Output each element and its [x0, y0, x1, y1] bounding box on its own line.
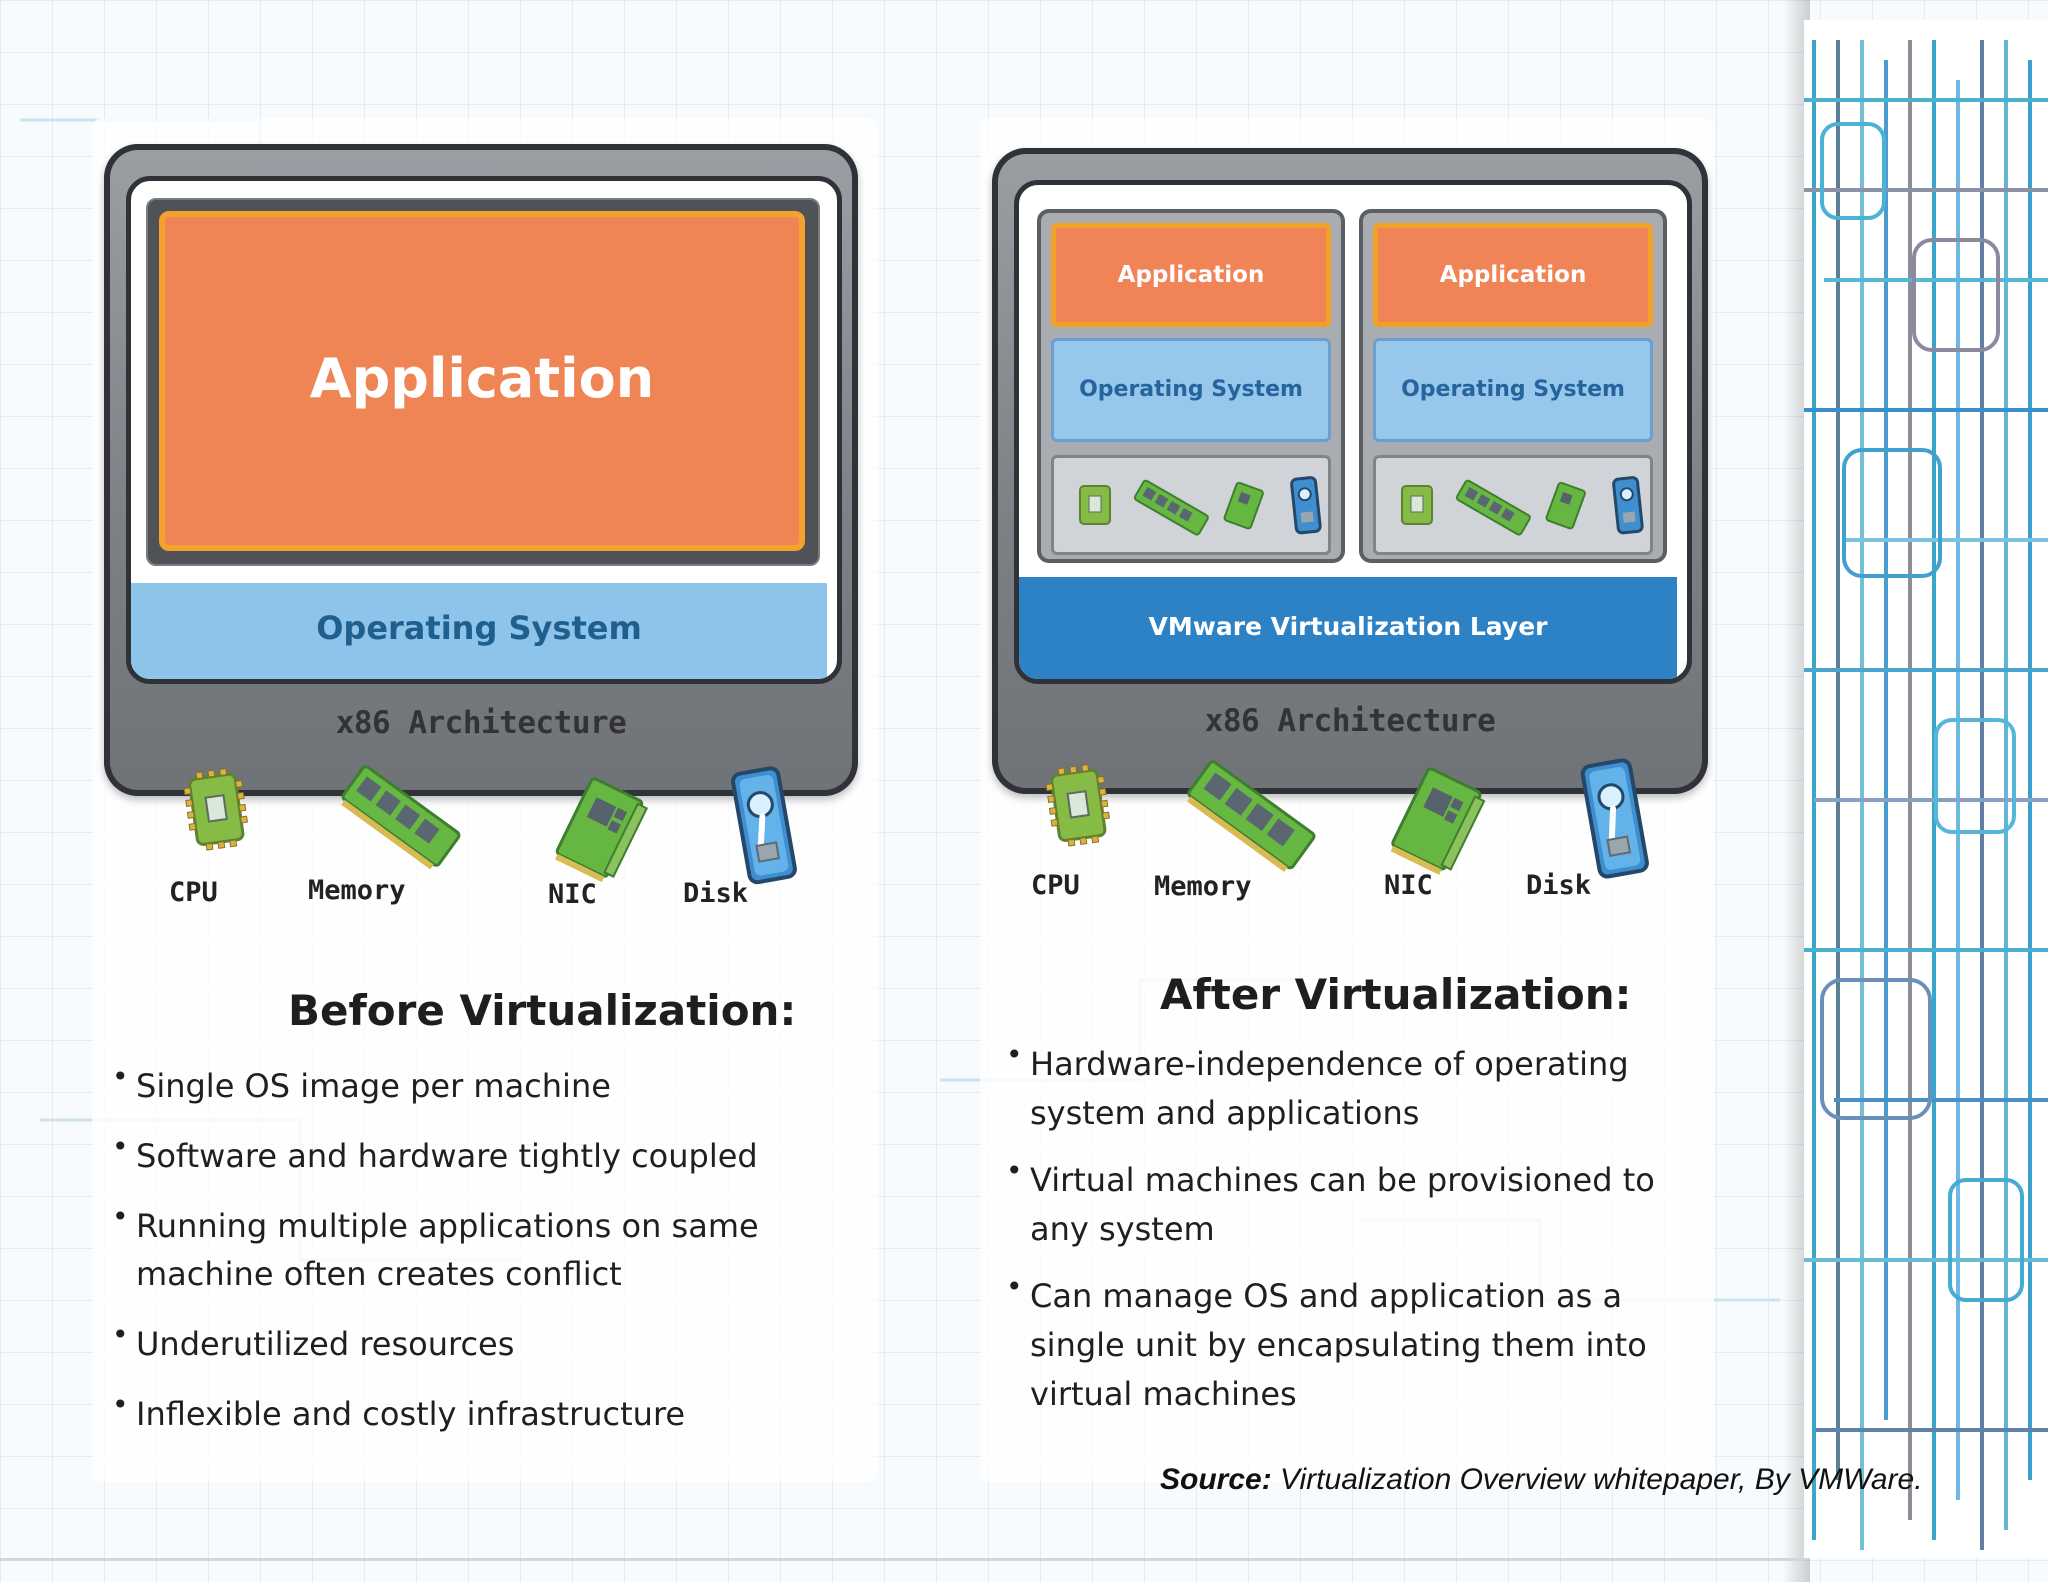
vm1-application-layer: Application — [1051, 223, 1331, 327]
before-disk-label: Disk — [683, 878, 749, 909]
nic-card-icon — [1390, 767, 1486, 875]
before-bullet-text-4: Underutilized resources — [136, 1325, 515, 1363]
bottom-divider — [0, 1558, 1804, 1561]
after-bullet-text-1: Hardware-independence of operating syste… — [1030, 1045, 1629, 1132]
before-bullet-5: Inflexible and costly infrastructure — [112, 1390, 832, 1438]
vm1-virtual-hardware — [1051, 455, 1331, 555]
after-bullet-list: Hardware-independence of operating syste… — [1006, 1040, 1706, 1419]
before-memory-label: Memory — [308, 875, 406, 906]
before-application-layer: Application — [159, 211, 805, 551]
before-operating-system-layer: Operating System — [131, 583, 827, 679]
after-bullet-3: Can manage OS and application as a singl… — [1006, 1272, 1706, 1419]
cpu-chip-icon — [1079, 485, 1111, 525]
memory-module-icon — [1133, 479, 1209, 536]
disk-drive-icon — [1580, 758, 1649, 879]
source-citation: Source: Virtualization Overview whitepap… — [1160, 1462, 1923, 1498]
after-cpu-label: CPU — [1031, 870, 1080, 901]
nic-card-icon — [1545, 481, 1586, 530]
before-bullet-text-5: Inflexible and costly infrastructure — [136, 1395, 686, 1433]
disk-drive-icon — [731, 766, 797, 885]
right-circuit-decoration — [1804, 20, 2048, 1558]
before-bullet-3: Running multiple applications on same ma… — [112, 1202, 832, 1298]
memory-module-icon — [1455, 479, 1531, 536]
vm2-hardware-icons — [1401, 476, 1644, 536]
disk-drive-icon — [1290, 476, 1322, 535]
memory-module-icon — [1187, 760, 1316, 872]
before-bullet-text-3: Running multiple applications on same ma… — [136, 1207, 759, 1293]
vm2-operating-system-layer: Operating System — [1373, 338, 1653, 442]
before-bullet-list: Single OS image per machine Software and… — [112, 1062, 832, 1438]
before-bullet-text-1: Single OS image per machine — [136, 1067, 611, 1105]
nic-card-icon — [1223, 481, 1264, 530]
before-cpu-label: CPU — [169, 877, 218, 908]
vmware-virtualization-layer: VMware Virtualization Layer — [1019, 577, 1677, 679]
before-title: Before Virtualization: — [288, 986, 797, 1035]
virtual-machine-2: Application Operating System — [1359, 209, 1667, 563]
source-text: Virtualization Overview whitepaper, By V… — [1280, 1463, 1923, 1496]
after-title: After Virtualization: — [1160, 970, 1632, 1019]
before-nic-label: NIC — [548, 879, 597, 910]
memory-module-icon — [341, 765, 461, 870]
vm1-hardware-icons — [1079, 476, 1322, 536]
after-nic-label: NIC — [1384, 870, 1433, 901]
after-bullet-text-2: Virtual machines can be provisioned to a… — [1030, 1161, 1655, 1248]
before-bullet-1: Single OS image per machine — [112, 1062, 832, 1110]
cpu-chip-icon — [1401, 485, 1433, 525]
virtual-machine-1: Application Operating System — [1037, 209, 1345, 563]
after-disk-label: Disk — [1526, 870, 1592, 901]
before-software-stack: Application Operating System — [126, 176, 842, 684]
vm1-operating-system-layer: Operating System — [1051, 338, 1331, 442]
cpu-chip-icon — [183, 768, 248, 851]
after-bullet-2: Virtual machines can be provisioned to a… — [1006, 1156, 1706, 1254]
disk-drive-icon — [1612, 476, 1644, 535]
nic-card-icon — [555, 777, 649, 883]
after-architecture-label: x86 Architecture — [1204, 703, 1496, 739]
after-software-stack: Application Operating System — [1014, 180, 1692, 684]
after-bullet-text-3: Can manage OS and application as a singl… — [1030, 1277, 1647, 1413]
source-label: Source: — [1160, 1463, 1272, 1496]
before-application-label: Application — [309, 347, 655, 410]
after-memory-label: Memory — [1154, 871, 1252, 902]
before-bullet-4: Underutilized resources — [112, 1320, 832, 1368]
before-bullet-text-2: Software and hardware tightly coupled — [136, 1137, 758, 1175]
cpu-chip-icon — [1045, 764, 1110, 847]
vm2-application-layer: Application — [1373, 223, 1653, 327]
vm2-virtual-hardware — [1373, 455, 1653, 555]
before-architecture-label: x86 Architecture — [335, 705, 627, 741]
before-bullet-2: Software and hardware tightly coupled — [112, 1132, 832, 1180]
after-bullet-1: Hardware-independence of operating syste… — [1006, 1040, 1706, 1138]
